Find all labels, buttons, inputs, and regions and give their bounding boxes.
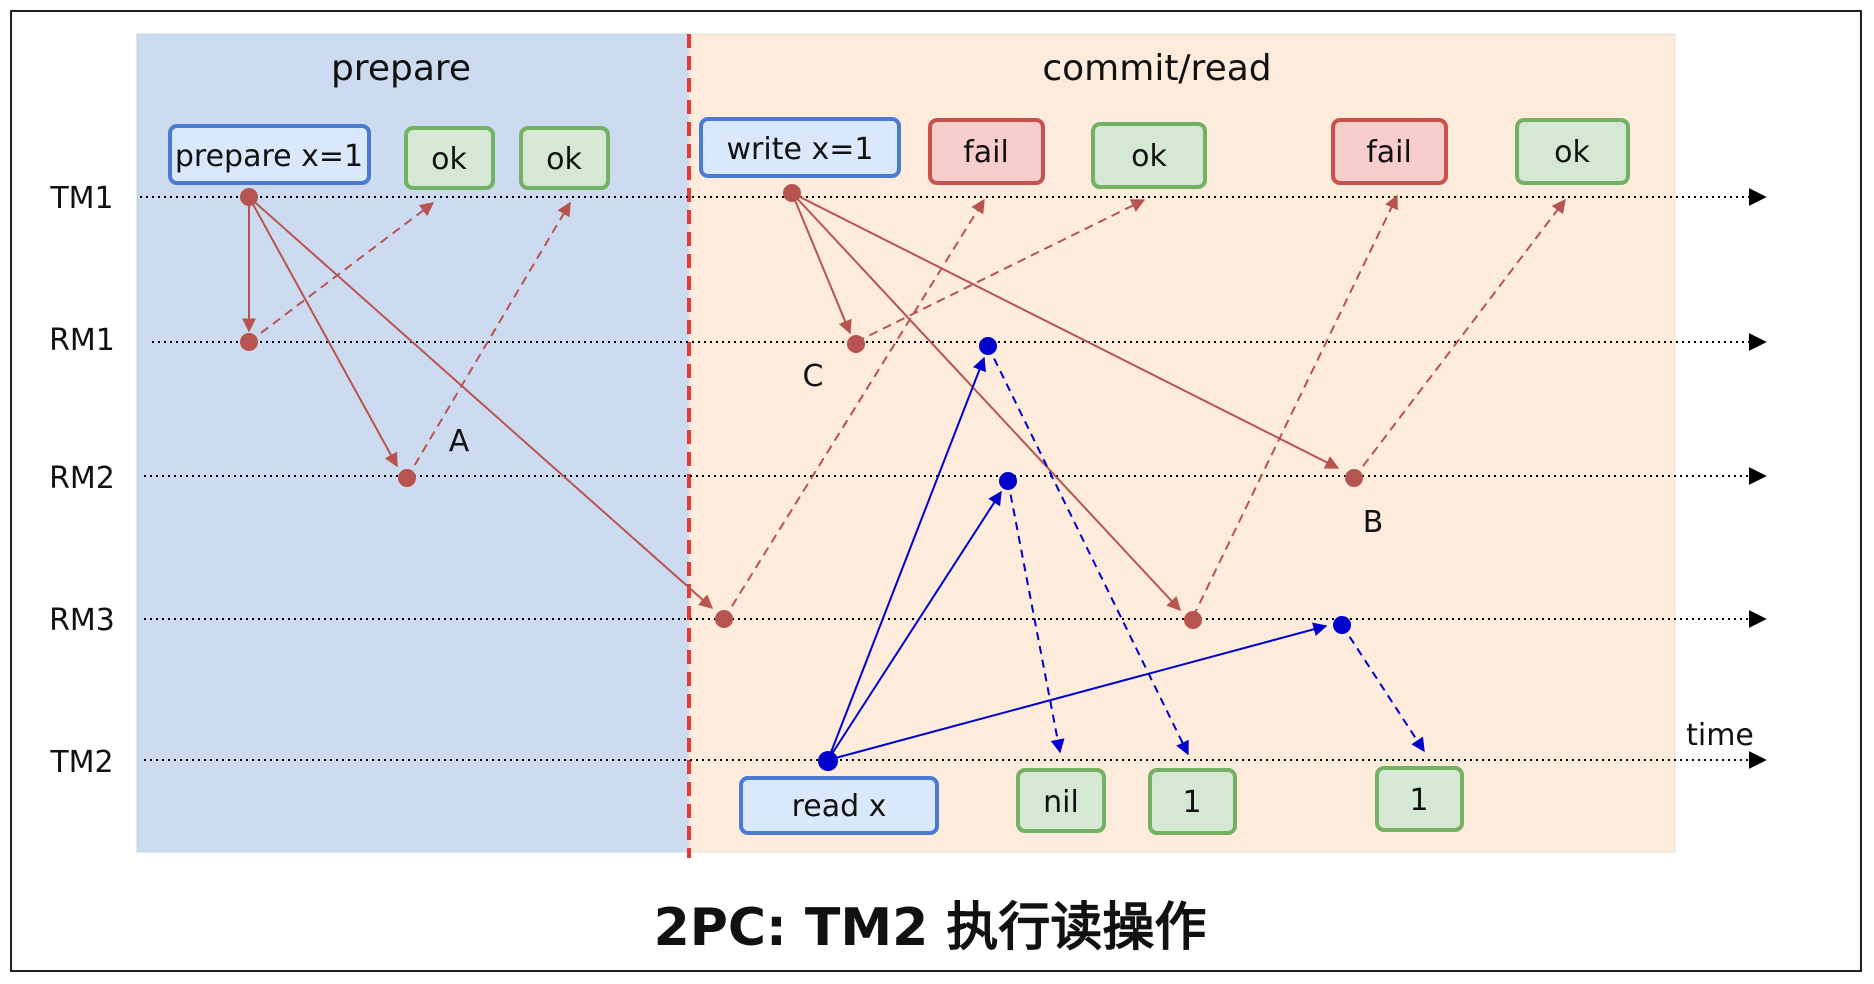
box-write: write x=1 (699, 117, 901, 178)
prepare-request-arrows (242, 196, 714, 609)
arrow-tm1-to-rm3-prepare (248, 196, 714, 609)
arrow-rm1-reply-ok (855, 199, 1146, 343)
svg-text:ok: ok (1554, 135, 1590, 170)
arrow-rm3-reply-fail-2 (1192, 194, 1398, 618)
lane-label-tm2: TM2 (49, 745, 113, 780)
time-axis-label: time (1686, 718, 1754, 753)
box-ok-3: ok (1091, 122, 1207, 189)
prepare-reply-arrows (248, 201, 571, 479)
svg-text:1: 1 (1409, 783, 1428, 818)
commit-phase-heading: commit/read (1042, 48, 1271, 89)
svg-text:fail: fail (963, 135, 1009, 170)
red-event-dots (240, 184, 1363, 629)
event-dot-rm2-write (1345, 469, 1363, 487)
event-dot-rm2-read (999, 472, 1017, 490)
event-dot-rm3-read (1333, 616, 1351, 634)
event-dot-tm1-prepare (240, 188, 258, 206)
svg-text:ok: ok (546, 142, 582, 177)
event-dot-rm3-write (1184, 611, 1202, 629)
commit-reply-arrows (723, 194, 1566, 620)
arrow-tm2-to-rm1-read (827, 356, 986, 761)
event-dot-rm2-prepare (398, 469, 416, 487)
point-label-c: C (803, 359, 824, 394)
arrow-rm1-reply-1 (987, 345, 1189, 756)
arrow-tm1-to-rm2-prepare (248, 196, 398, 468)
arrow-tm2-to-rm3-read (827, 622, 1328, 761)
arrow-rm3-reply-1 (1341, 624, 1425, 753)
arrow-tm1-to-rm2-write (791, 192, 1340, 469)
box-one-1: 1 (1148, 768, 1237, 835)
svg-text:ok: ok (1131, 139, 1167, 174)
event-dot-tm1-write (783, 184, 801, 202)
svg-text:1: 1 (1182, 785, 1201, 820)
lane-label-rm2: RM2 (49, 461, 115, 496)
svg-text:prepare x=1: prepare x=1 (175, 139, 363, 174)
box-ok-1: ok (404, 126, 495, 190)
arrow-rm2-reply-ok-2 (1353, 198, 1566, 479)
read-request-arrows (827, 356, 1328, 761)
box-fail-2: fail (1331, 118, 1448, 185)
arrow-rm2-reply-ok (406, 201, 571, 479)
svg-text:fail: fail (1366, 135, 1412, 170)
box-read: read x (739, 776, 939, 835)
point-label-a: A (449, 424, 470, 459)
event-dot-rm1-read (979, 337, 997, 355)
arrow-tm1-to-rm3-write (791, 192, 1181, 612)
arrow-rm2-reply-nil (1007, 480, 1065, 754)
event-dot-tm2-read (818, 751, 838, 771)
arrow-rm1-reply-ok (248, 202, 435, 343)
lane-label-tm1: TM1 (49, 181, 113, 216)
prepare-phase-heading: prepare (331, 48, 471, 89)
svg-text:read x: read x (792, 789, 887, 824)
diagram-title: 2PC: TM2 执行读操作 (654, 898, 1207, 958)
event-dot-rm1-prepare (240, 333, 258, 351)
event-dot-rm1-write (847, 335, 865, 353)
commit-request-arrows (791, 192, 1340, 612)
box-ok-4: ok (1515, 118, 1630, 185)
svg-text:write x=1: write x=1 (727, 132, 874, 167)
point-label-b: B (1363, 505, 1384, 540)
blue-event-dots (818, 337, 1351, 771)
box-one-2: 1 (1375, 766, 1464, 832)
box-fail-1: fail (928, 118, 1045, 185)
read-reply-arrows (987, 345, 1425, 756)
arrow-rm3-reply-fail (723, 198, 985, 620)
lane-label-rm1: RM1 (49, 323, 115, 358)
arrow-tm2-to-rm2-read (827, 490, 1002, 761)
lane-label-rm3: RM3 (49, 603, 115, 638)
box-ok-2: ok (519, 126, 610, 190)
svg-text:nil: nil (1043, 785, 1079, 820)
box-nil: nil (1016, 768, 1106, 833)
svg-text:ok: ok (431, 142, 467, 177)
arrow-tm1-to-rm1-write (791, 192, 852, 335)
box-prepare: prepare x=1 (168, 124, 371, 185)
event-dot-rm3-prepare (715, 610, 733, 628)
